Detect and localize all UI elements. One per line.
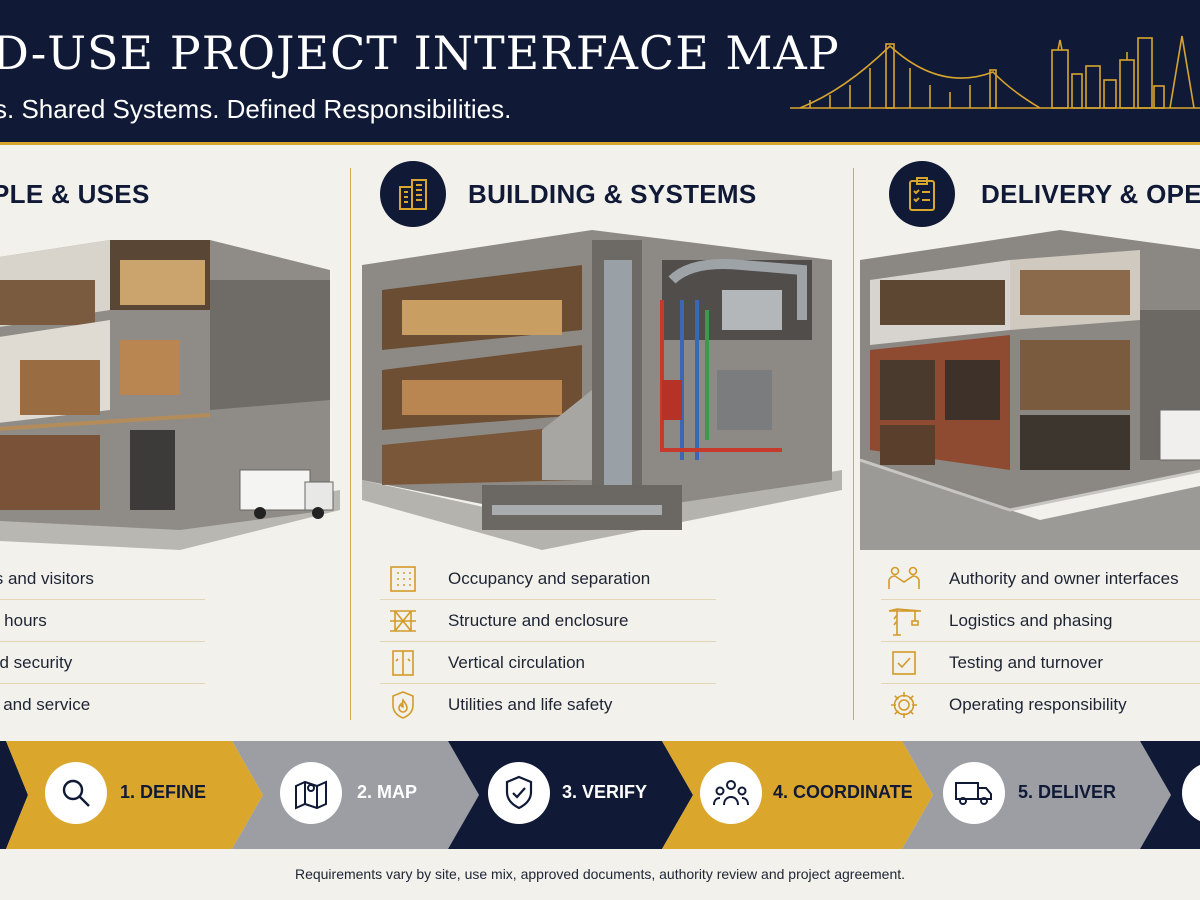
list-item: ts and visitors (0, 558, 205, 600)
process-steps-band: 1. DEFINE 2. MAP 3. VERIFY 4. COORDINATE… (0, 741, 1200, 849)
step-deliver-label: 5. DELIVER (1018, 782, 1117, 802)
step-define-label: 1. DEFINE (120, 782, 207, 802)
checklist-icon (889, 161, 955, 227)
column-header: BUILDING & SYSTEMS (380, 160, 757, 228)
handshake-icon (881, 564, 927, 594)
list-item: s and service (0, 694, 91, 714)
item-list: ts and visitors g hours nd security s an… (0, 558, 205, 725)
list-item: nd security (0, 642, 205, 684)
item-list: Occupancy and separation Structure and e… (380, 558, 716, 725)
step-arrow-next (1140, 741, 1200, 849)
footer-disclaimer: Requirements vary by site, use mix, appr… (294, 866, 906, 882)
page-title: D-USE PROJECT INTERFACE MAP (0, 26, 840, 80)
building-cutaway-illustration (0, 240, 340, 550)
column-people-uses: PLE & USES ts and visitors g hours nd se… (0, 150, 350, 730)
page-subtitle: s. Shared Systems. Defined Responsibilit… (0, 94, 512, 124)
team-icon (700, 762, 762, 824)
column-header: PLE & USES (0, 160, 150, 228)
column-header: DELIVERY & OPER (889, 160, 1200, 228)
list-item: Occupancy and separation (380, 558, 716, 600)
building-cutaway-illustration (860, 230, 1200, 550)
gear-icon (881, 690, 927, 720)
list-item: Testing and turnover (881, 642, 1200, 684)
structure-frame-icon (380, 606, 426, 636)
list-item: Structure and enclosure (380, 600, 716, 642)
checkbox-icon (881, 648, 927, 678)
header-banner: D-USE PROJECT INTERFACE MAP s. Shared Sy… (0, 0, 1200, 145)
step-verify-label: 3. VERIFY (562, 782, 648, 802)
column-divider (853, 168, 854, 720)
list-item: Authority and owner interfaces (881, 558, 1200, 600)
list-item: Utilities and life safety (380, 684, 716, 725)
step-map-label: 2. MAP (357, 782, 418, 802)
column-title: PLE & USES (0, 178, 150, 209)
skyline-illustration (790, 35, 1200, 109)
next-step-icon (1182, 762, 1200, 824)
crane-icon (881, 606, 927, 636)
column-delivery-operations: DELIVERY & OPER Authority and owner inte… (855, 150, 1200, 730)
column-title: DELIVERY & OPER (981, 178, 1200, 209)
column-building-systems: BUILDING & SYSTEMS Occupancy and separat… (352, 150, 852, 730)
column-title: BUILDING & SYSTEMS (468, 178, 757, 209)
list-item: g hours (0, 600, 205, 642)
item-list: Authority and owner interfaces Logistics… (881, 558, 1200, 725)
delivery-truck-icon (943, 762, 1005, 824)
grid-plan-icon (380, 564, 426, 594)
building-cutaway-illustration (362, 230, 842, 550)
shield-check-icon (488, 762, 550, 824)
list-item: Operating responsibility (881, 684, 1200, 725)
step-arrow-map (232, 741, 479, 849)
column-divider (350, 168, 351, 720)
step-coordinate-label: 4. COORDINATE (773, 782, 913, 802)
building-icon (380, 161, 446, 227)
elevator-icon (380, 648, 426, 678)
list-item: Vertical circulation (380, 642, 716, 684)
map-pin-icon (280, 762, 342, 824)
list-item: Logistics and phasing (881, 600, 1200, 642)
flame-shield-icon (380, 690, 426, 720)
magnifier-icon (45, 762, 107, 824)
